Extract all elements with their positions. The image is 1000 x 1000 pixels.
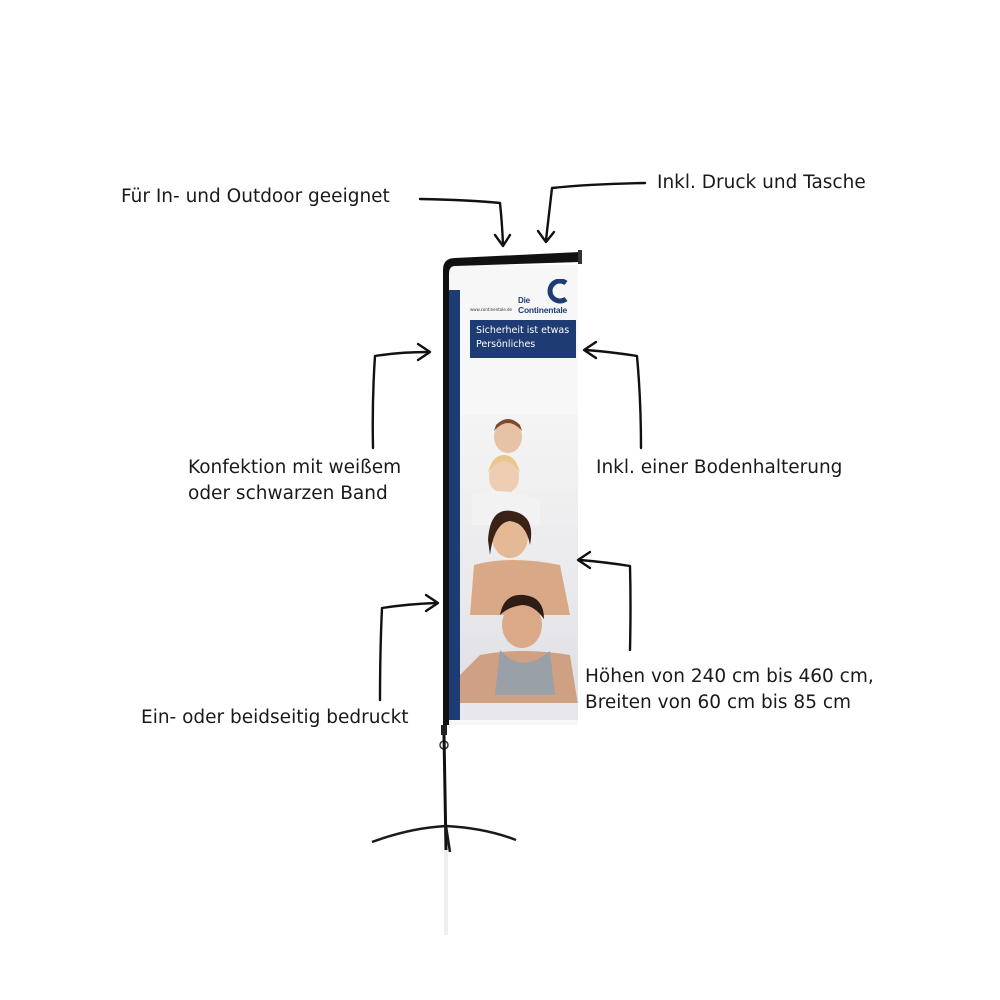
logo-wordmark-main: Continentale: [518, 305, 568, 315]
label-base: Inkl. einer Bodenhalterung: [596, 457, 843, 478]
arrow-print-bag: [536, 181, 647, 244]
banner-blue-stripe: [448, 290, 460, 720]
label-print-bag: Inkl. Druck und Tasche: [657, 172, 866, 193]
banner-url: www.continentale.de: [470, 307, 512, 312]
label-tape-line-2: oder schwarzen Band: [188, 483, 388, 504]
flag-pole: [439, 250, 582, 851]
continentale-logo-icon: [547, 279, 568, 304]
arrow-sizes: [576, 550, 632, 652]
label-outdoor: Für In- und Outdoor geeignet: [121, 186, 390, 207]
arrow-base: [582, 340, 643, 450]
flag-banner: www.continentale.de Die Continentale Sic…: [448, 265, 578, 725]
logo-wordmark: Die Continentale: [518, 296, 568, 316]
label-sizes-line-1: Höhen von 240 cm bis 460 cm,: [585, 666, 874, 687]
arrow-outdoor: [418, 197, 512, 248]
label-tape: Konfektion mit weißem oder schwarzen Ban…: [188, 455, 401, 507]
slogan-line-2: Persönliches: [476, 339, 536, 350]
label-sizes: Höhen von 240 cm bis 460 cm, Breiten von…: [585, 664, 874, 716]
ground-base-stand: [371, 824, 517, 935]
slogan-line-1: Sicherheit ist etwas: [476, 325, 570, 336]
label-tape-line-1: Konfektion mit weißem: [188, 457, 402, 478]
label-sided: Ein- oder beidseitig bedruckt: [141, 707, 409, 728]
banner-slogan: Sicherheit ist etwas Persönliches: [470, 320, 576, 358]
arrow-sided: [378, 593, 440, 702]
label-sizes-line-2: Breiten von 60 cm bis 85 cm: [585, 692, 852, 713]
logo-wordmark-small: Die: [518, 296, 530, 305]
family-photo: [460, 415, 578, 720]
arrow-tape: [371, 342, 432, 450]
